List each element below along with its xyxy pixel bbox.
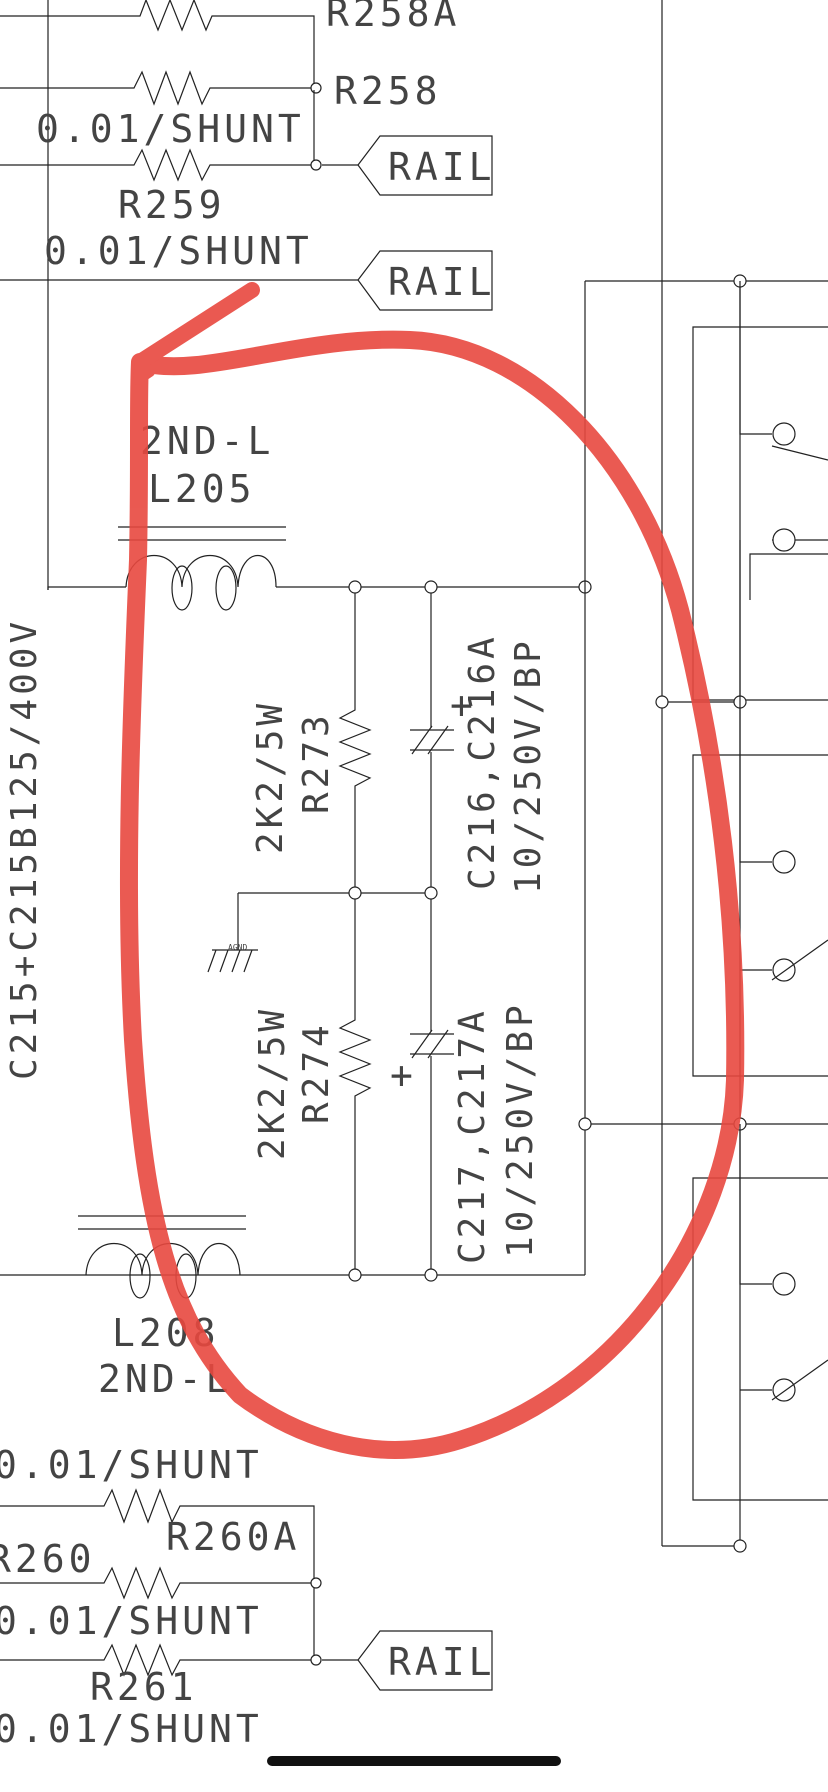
- r273-label: R273: [296, 711, 337, 814]
- rail-label-3: RAIL: [388, 1640, 496, 1684]
- rail-label-2: RAIL: [388, 260, 496, 304]
- c217-value-label: 10/250V/BP: [500, 1001, 541, 1258]
- r259-label: R259: [118, 183, 226, 227]
- home-indicator[interactable]: [267, 1756, 561, 1766]
- shunt-label-bottom-1: 0.01/SHUNT: [0, 1443, 263, 1487]
- rc-network: [0, 280, 828, 1282]
- shunt-label-bottom-3: 0.01/SHUNT: [0, 1707, 263, 1751]
- bottom-resistor-network: [0, 1488, 493, 1691]
- c216-plus: +: [450, 683, 477, 727]
- agnd-label: AGND: [228, 943, 247, 952]
- top-resistor-network: [0, 0, 493, 590]
- relay-block: [578, 0, 828, 1553]
- red-circle-annotation: [119, 282, 745, 1459]
- shunt-label-bottom-2: 0.01/SHUNT: [0, 1599, 263, 1643]
- r273-value-label: 2K2/5W: [250, 700, 291, 854]
- shunt-label-top-1: 0.01/SHUNT: [36, 107, 305, 151]
- c217-label: C217,C217A: [452, 1007, 493, 1264]
- r260-label: R260: [0, 1537, 96, 1581]
- c216-value-label: 10/250V/BP: [508, 637, 549, 894]
- c215-label: C215+C215B125/400V: [4, 618, 45, 1080]
- r261-label: R261: [90, 1665, 198, 1709]
- inductor-l205: [47, 526, 355, 611]
- r258-label: R258: [334, 69, 442, 113]
- r258a-label: R258A: [326, 0, 460, 35]
- c216-label: C216,C216A: [462, 633, 503, 890]
- l205-type-label: 2ND-L: [140, 419, 274, 463]
- shunt-label-top-2: 0.01/SHUNT: [44, 229, 313, 273]
- r260a-label: R260A: [166, 1515, 300, 1559]
- l205-label: L205: [148, 467, 256, 511]
- r274-value-label: 2K2/5W: [252, 1006, 293, 1160]
- rail-label-1: RAIL: [388, 145, 496, 189]
- c217-plus: +: [390, 1053, 417, 1097]
- r274-label: R274: [296, 1021, 337, 1124]
